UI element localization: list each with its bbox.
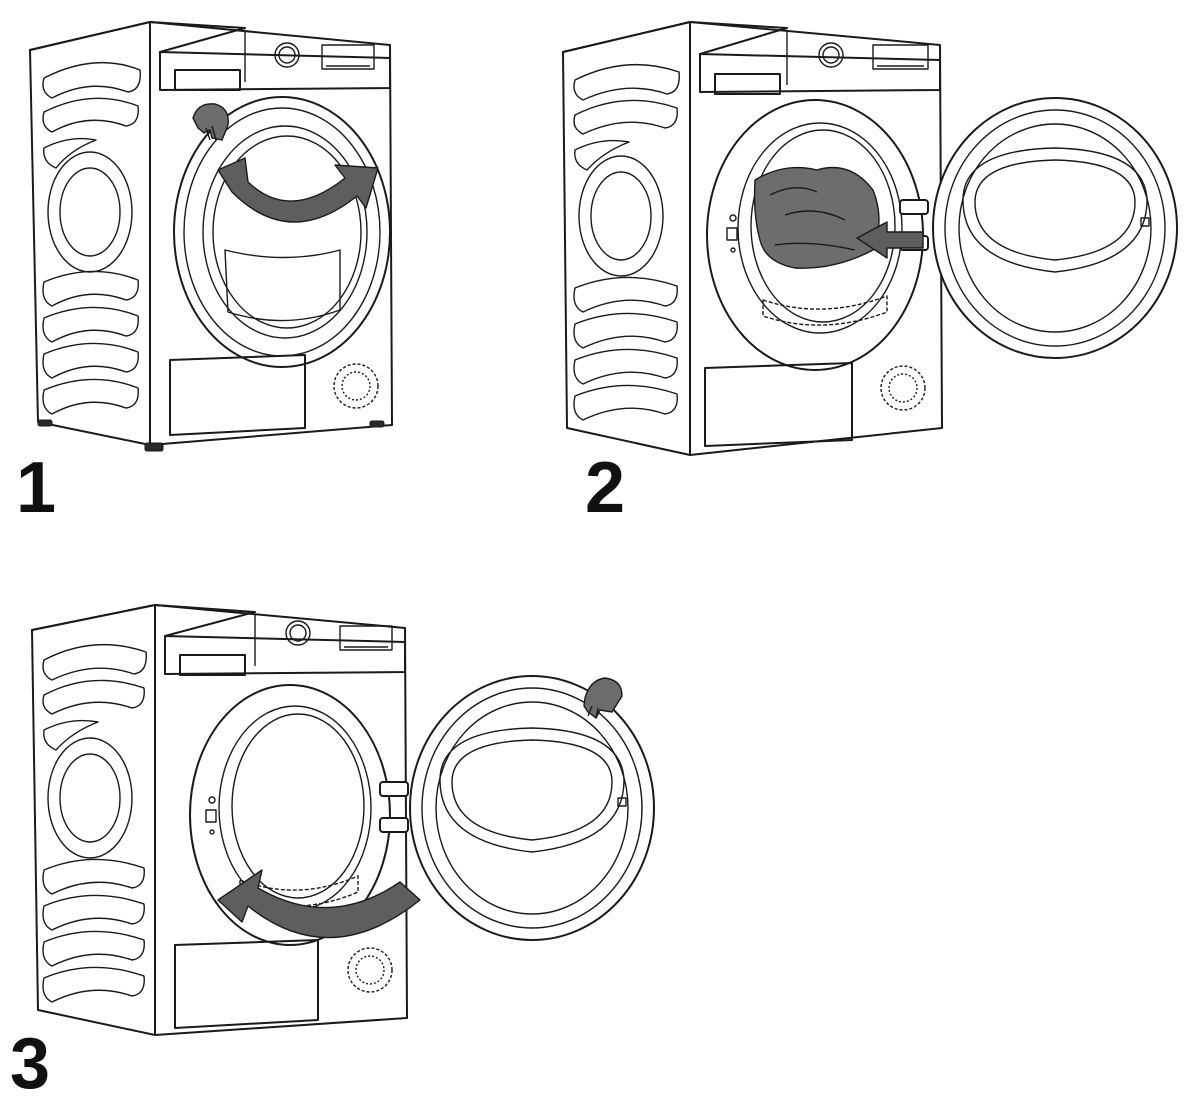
side-swirl-decoration	[42, 62, 141, 415]
curved-arrow-open-door-icon	[217, 157, 379, 223]
step-number-3: 3	[10, 1024, 51, 1104]
step-number-2: 2	[585, 448, 626, 528]
dryer-door-closed-illustration	[29, 21, 393, 452]
curved-arrow-close-door-icon	[217, 869, 421, 939]
dryer-door-open	[932, 97, 1178, 359]
hand-icon	[192, 103, 229, 141]
dryer-door-open-loading-illustration	[562, 21, 1178, 456]
arrow-into-drum-icon	[856, 221, 924, 259]
display-panel	[321, 44, 375, 70]
display-panel	[872, 44, 929, 70]
vent-icon	[880, 365, 926, 411]
dryer-door-closed	[173, 96, 391, 368]
program-knob-icon	[285, 620, 311, 646]
program-knob-icon	[274, 42, 300, 68]
dryer-door-closing-illustration	[31, 604, 655, 1036]
display-panel	[339, 625, 393, 651]
hand-icon	[583, 677, 623, 719]
vent-icon	[333, 363, 379, 409]
laundry-clothes	[753, 166, 880, 269]
step-1-panel: 1	[0, 0, 420, 530]
side-swirl-decoration	[42, 644, 147, 1003]
program-knob-icon	[818, 42, 844, 68]
vent-icon	[347, 947, 393, 993]
step-3-panel: 3	[0, 600, 700, 1100]
step-2-panel: 2	[555, 0, 1185, 530]
side-swirl-decoration	[573, 64, 680, 421]
dryer-door-open	[409, 675, 655, 941]
step-number-1: 1	[16, 448, 57, 528]
